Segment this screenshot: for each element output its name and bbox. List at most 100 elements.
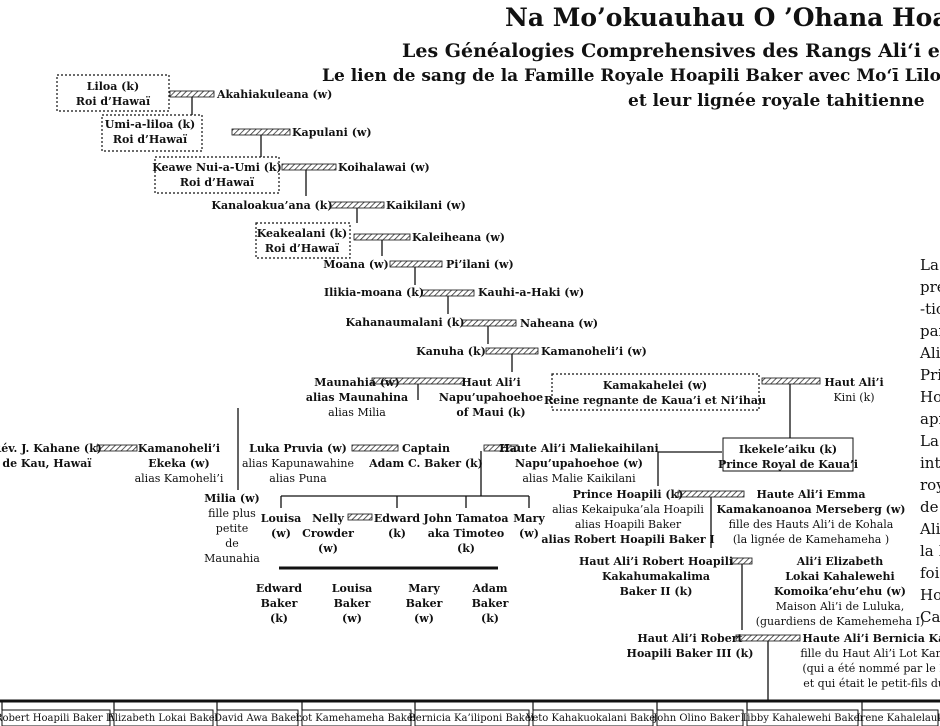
side-text-line: apr [920,410,940,428]
person-ilikia: Ilikia-moana (k) [324,286,424,299]
box-kamakahelei [551,373,760,411]
person-mary1: Mary(w) [513,512,545,540]
person-kaleiheana: Kaleiheana (w) [412,231,505,244]
bottom-child-box [861,709,939,726]
person-kapulani: Kapulani (w) [292,126,372,139]
marriage-bar [421,289,475,297]
side-text-line: Ho [920,586,940,604]
side-text-line: foi [920,564,940,582]
bottom-child-box [656,709,744,726]
marriage-bar [371,377,465,385]
side-text-line: Ca [920,608,940,626]
dotted-boxes [56,74,854,472]
bottom-child-name: Irene Kahalelauk [857,713,940,724]
person-edward1: Edward(k) [374,512,420,540]
bottom-child-name: John Olino Baker I [652,713,747,724]
marriage-bar [353,233,411,241]
bottom-child-box [113,709,214,726]
person-louisa1: Louisa(w) [261,512,302,540]
marriage-bar [735,634,801,642]
person-umi: Umi-a-liloa (k)Roi d’Hawaï [105,118,196,146]
person-ikekeleaiku: Ikekele’aiku (k)Prince Royal de Kaua’i [718,443,858,471]
side-text-line: par [920,322,940,340]
marriage-bar [231,128,291,136]
bottom-child-name: Libby Kahalewehi Baker [741,713,865,724]
marriage-bar [731,557,753,565]
person-kaikilani: Kaikilani (w) [386,199,466,212]
side-text-line: Ho [920,388,940,406]
person-bernicia: Haute Ali’i Bernicia Ka’ilfille du Haut … [800,632,940,690]
side-text-line: -tio [920,300,940,318]
person-koihalawai: Koihalawai (w) [338,161,430,174]
side-text-line: la I [920,542,940,560]
bottom-child-box [532,709,654,726]
connector-lines [0,97,940,703]
side-text-column: Lapre-tioparAliPriHoaprLaintroydeAlila I… [920,254,940,628]
person-piilani: Pi’ilani (w) [446,258,514,271]
marriage-bar [389,260,443,268]
title-line-3: Le lien de sang de la Famille Royale Hoa… [322,66,940,86]
person-keawe: Keawe Nui-a-Umi (k)Roi d’Hawaï [152,161,282,189]
person-kanuha: Kanuha (k) [416,345,486,358]
person-liloa: Liloa (k)Roi d’Hawaï [76,80,151,108]
person-kamakahelei: Kamakahelei (w)Reine regnante de Kaua’i … [544,379,766,407]
marriage-bar [483,444,519,452]
person-akahiakuleana: Akahiakuleana (w) [216,88,332,101]
bottom-child-box [414,709,530,726]
marriage-bar [347,513,373,521]
bottom-child-box [216,709,299,726]
box-keakealani [255,222,351,259]
side-text-line: roy [920,476,940,494]
marriage-bar [351,444,399,452]
person-kanaloakuaana: Kanaloakua’ana (k) [211,199,332,212]
side-text-line: Ali [920,344,940,362]
marriage-bar [461,319,517,327]
bottom-child-name: Lot Kamehameha Baker [295,713,417,724]
person-prince-hoapili: Prince Hoapili (k)alias Kekaipuka’ala Ho… [541,488,714,546]
side-text-line: de [920,498,939,516]
bottom-child-box [301,709,412,726]
person-kahanaumalani: Kahanaumalani (k) [345,316,464,329]
person-naheana: Naheana (w) [520,317,598,330]
side-text-line: La [920,432,939,450]
person-moana: Moana (w) [323,258,388,271]
bottom-child-name: Bernicia Ka’iliponi Baker [408,713,535,724]
box-keawe [154,156,280,194]
person-kamanoheli-1: Kamanoheli’i (w) [541,345,647,358]
side-text-line: int [920,454,940,472]
box-liloa [56,74,170,112]
bottom-child-name: Elizabeth Lokai Baker [107,713,219,724]
marriage-bar [169,90,215,98]
person-keakealani: Keakealani (k)Roi d’Hawaï [257,227,348,255]
side-text-line: Pri [920,366,940,384]
bottom-child-name: David Awa Baker [214,713,301,724]
title-line-1: Na Mo’okuauhau O ’Ohana Hoapili [505,3,940,32]
marriage-bar [96,444,138,452]
marriage-bar [281,163,337,171]
box-ikekeleaiku [722,437,854,472]
person-kauhi: Kauhi-a-Haki (w) [478,286,584,299]
bottom-child-box [746,709,859,726]
marriage-bar [329,201,385,209]
bottom-child-name: Robert Hoapili Baker IV [0,713,118,724]
person-labels: Liloa (k)Roi d’Hawaï Akahiakuleana (w) Umi… [0,80,940,690]
person-kahane: Rév. J. Kahane (k)de Kau, Hawaï [0,442,102,470]
marriage-bar [485,347,539,355]
